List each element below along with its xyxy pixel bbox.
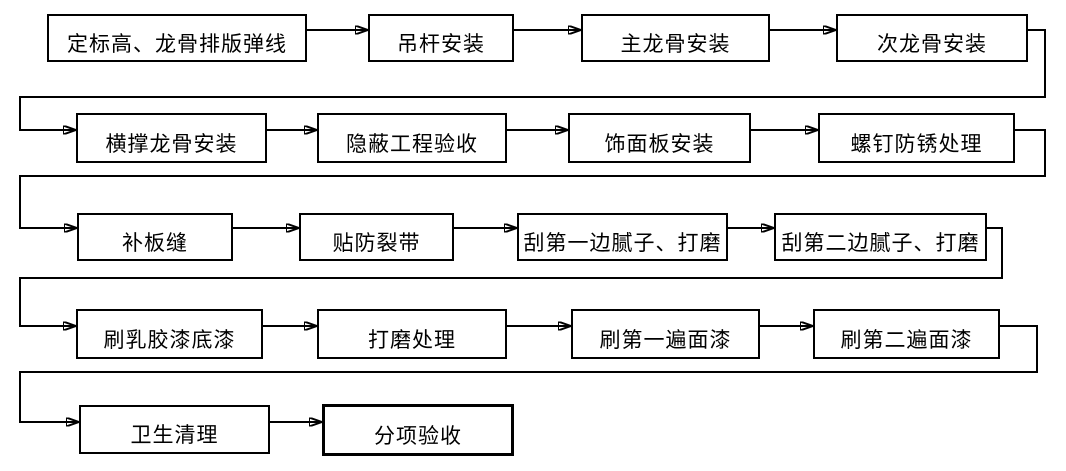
step-cross-brace-keel-install: 横撑龙骨安装 [76,113,267,163]
step-patch-board-seams: 补板缝 [77,213,233,261]
step-sanding-treatment: 打磨处理 [317,309,507,359]
step-label: 主龙骨安装 [620,31,731,56]
step-screw-rustproofing: 螺钉防锈处理 [818,113,1015,163]
step-label: 隐蔽工程验收 [346,131,478,156]
step-first-topcoat: 刷第一遍面漆 [571,309,760,359]
wrap-connector-r3-r4 [19,227,1003,326]
step-label: 刷第一遍面漆 [599,327,732,352]
step-label: 卫生清理 [130,423,219,447]
step-main-keel-install: 主龙骨安装 [581,14,770,62]
step-label: 贴防裂带 [332,230,421,255]
step-label: 补板缝 [122,230,188,255]
step-latex-primer-coat: 刷乳胶漆底漆 [76,309,263,359]
step-label: 饰面板安装 [604,131,715,156]
step-second-topcoat: 刷第二遍面漆 [813,309,1000,359]
step-label: 分项验收 [374,423,462,448]
step-label: 刷乳胶漆底漆 [103,327,236,352]
wrap-connector-r2-r3 [19,129,1046,228]
step-label: 刮第二边腻子、打磨 [781,230,980,255]
step-label: 打磨处理 [368,327,456,352]
step-label: 横撑龙骨安装 [105,131,238,156]
step-secondary-keel-install: 次龙骨安装 [836,14,1028,62]
step-concealed-work-acceptance: 隐蔽工程验收 [317,113,507,163]
step-hanger-rod-install: 吊杆安装 [368,14,514,62]
wrap-connector-r4-r5 [19,325,1038,422]
step-label: 定标高、龙骨排版弹线 [67,31,287,56]
step-cleaning: 卫生清理 [79,405,270,454]
step-label: 吊杆安装 [397,31,485,56]
wrap-connector-r1-r2 [19,29,1046,130]
step-label: 次龙骨安装 [877,31,987,56]
step-second-putty-sanding: 刮第二边腻子、打磨 [774,213,987,261]
step-label: 刷第二遍面漆 [840,327,973,352]
step-first-putty-sanding: 刮第一边腻子、打磨 [517,213,728,261]
step-apply-anticrack-tape: 贴防裂带 [299,213,454,261]
step-set-elevation-keel-layout: 定标高、龙骨排版弹线 [47,14,307,62]
step-label: 刮第一边腻子、打磨 [523,230,722,255]
step-face-panel-install: 饰面板安装 [568,113,751,163]
step-label: 螺钉防锈处理 [850,131,983,156]
step-subitem-acceptance: 分项验收 [322,404,514,456]
